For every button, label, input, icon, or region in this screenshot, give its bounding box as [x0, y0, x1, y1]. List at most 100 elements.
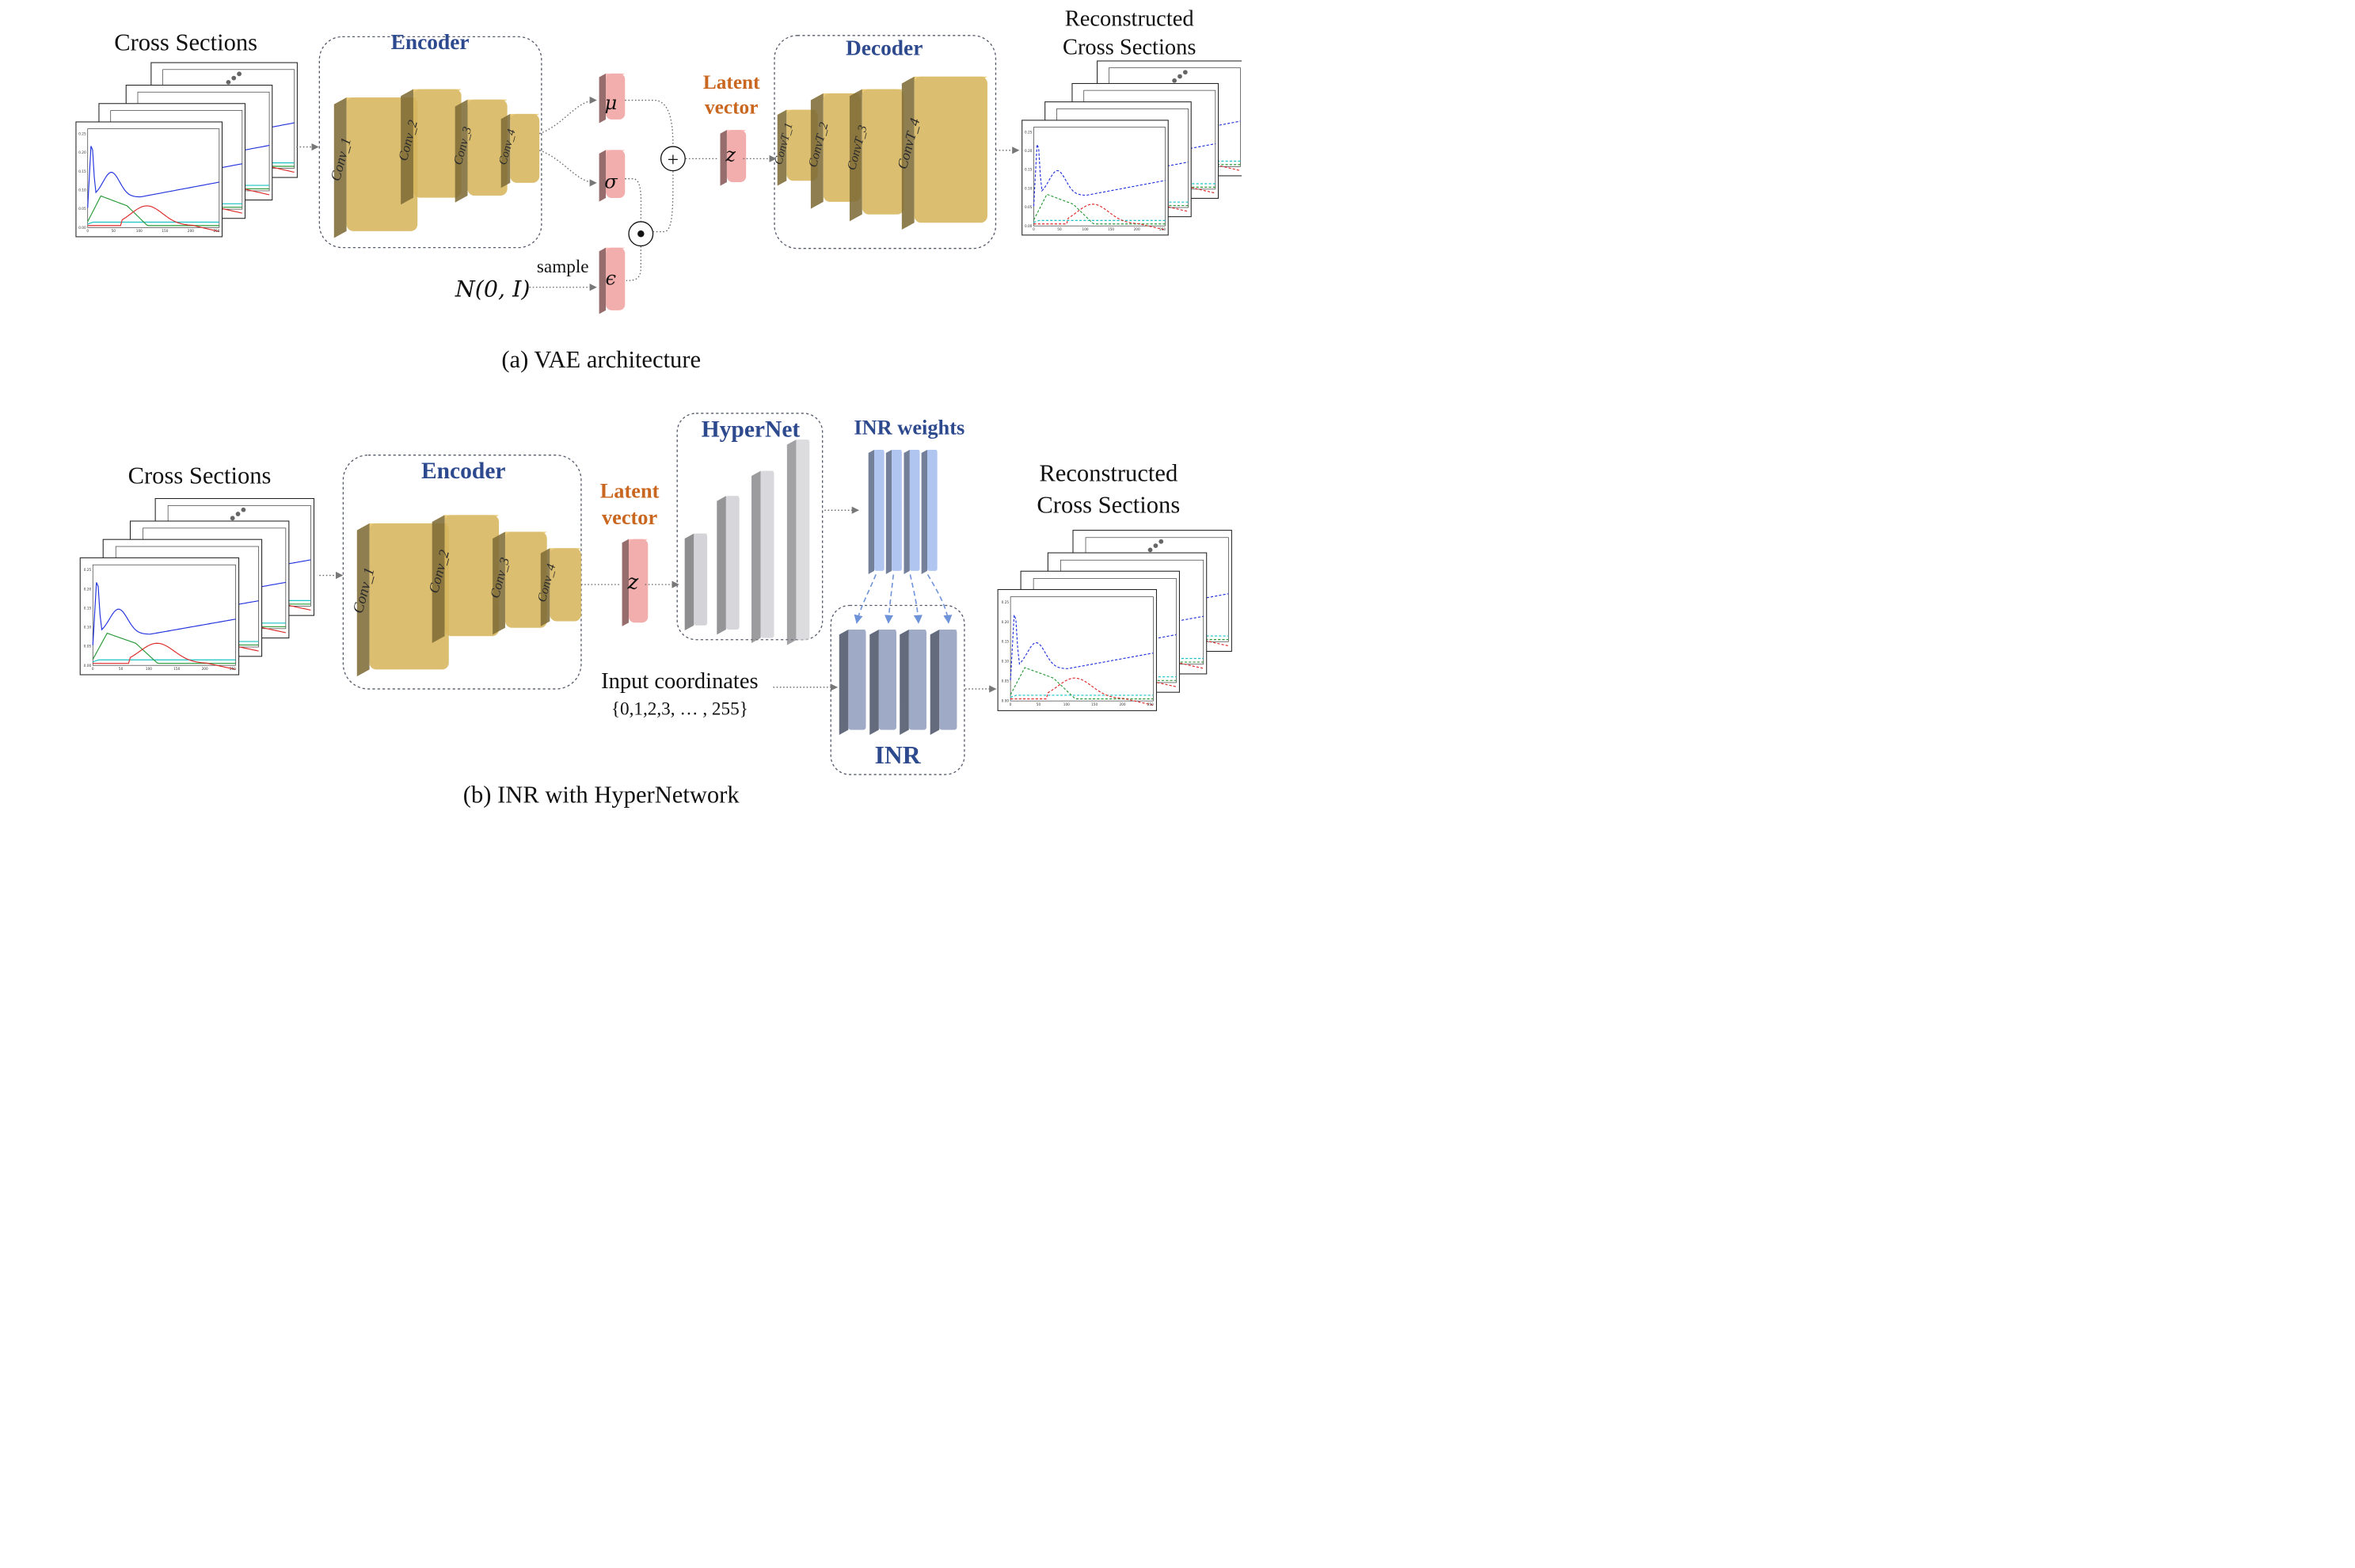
inr-output-card-4-curve-red [1010, 677, 1154, 706]
inr-output-card-4-ytick-5: 0.25 [1002, 600, 1010, 604]
vae-epsilon-block [599, 247, 626, 314]
vae-latent-label-1: Latent [703, 71, 760, 93]
inr-layer-2-side [869, 630, 879, 735]
inr-encoder-layer-1-side [356, 523, 370, 677]
vae-input-card-4-ytick-1: 0.05 [78, 207, 86, 211]
vae-output-card-4-curve-cyan [1033, 219, 1166, 223]
inr-output-card-4-xtick-4: 200 [1119, 702, 1125, 706]
inr-weights-title: INR weights [854, 416, 964, 439]
vae-input-card-4-xtick-0: 0 [86, 229, 89, 233]
inr-z-symbol: z [626, 570, 639, 594]
inr-input-card-4-xtick-4: 200 [202, 667, 208, 671]
inr-weight-vector-1-side [868, 449, 875, 574]
vae-encoder-layer-1-front [346, 97, 418, 231]
vae-output-card-4-xtick-4: 200 [1134, 227, 1140, 231]
inr-weight-vectors [868, 449, 938, 574]
inr-z-pill [622, 539, 649, 626]
inr-input-card-4-curve-red [93, 642, 236, 670]
input-coordinates-set: {0,1,2,3, … , 255} [611, 699, 748, 720]
vae-z-symbol: z [725, 143, 736, 166]
inr-layer-3-front [908, 630, 926, 730]
inr-output-ellipsis-dot-2 [1158, 539, 1164, 544]
hypernet-layer-3 [751, 470, 774, 643]
hypernet-layer-1-side [684, 533, 694, 631]
vae-encoder-box [318, 36, 542, 249]
inr-input-card-4-ytick-3: 0.15 [84, 606, 92, 610]
inr-latent-label-2: vector [602, 506, 658, 529]
vae-decoder-layer-1-side [777, 109, 787, 186]
vae-input-card-4-ytick-0: 0.00 [78, 226, 86, 230]
vae-encoder-layer-4-front [510, 113, 540, 183]
vae-encoder-layer-2-front [413, 89, 462, 198]
vae-sample-label: sample [537, 257, 589, 277]
inr-layer-1 [839, 630, 866, 735]
inr-input-ellipsis-dot-0 [230, 516, 235, 521]
hypernet-layer-4-side [786, 440, 797, 645]
inr-output-card-4-ytick-0: 0.00 [1002, 699, 1010, 703]
inr-input-card-4-axes [92, 564, 236, 666]
inr-output-card-4-ytick-4: 0.20 [1002, 620, 1010, 624]
inr-input-card-4-xtick-1: 50 [119, 667, 124, 671]
vae-decoder-layer-2-side [810, 93, 824, 209]
inr-layer-4-front [939, 630, 957, 730]
hypernet-layer-3-side [751, 470, 761, 643]
inr-layer-1-side [839, 630, 849, 735]
vae-input-card-4-xtick-1: 50 [112, 229, 116, 233]
vae-encoder-layer-3-front [467, 99, 508, 196]
vae-diagram: Cross Sections 0.000.050.100.150.200.250… [75, 7, 1244, 373]
vae-decoder-box [774, 35, 997, 249]
hypernet-layer-4 [786, 440, 810, 645]
inr-weight-vector-1-front [874, 449, 885, 571]
inr-output-card-4-curve-blue [1010, 615, 1154, 680]
vae-output-ellipsis-dot-2 [1182, 70, 1188, 75]
inr-output-ellipsis-dot-0 [1147, 547, 1153, 553]
vae-epsilon-symbol: ϵ [606, 267, 617, 290]
vae-input-card-4-curve-red [87, 205, 219, 232]
inr-output-card-4-ytick-3: 0.15 [1002, 640, 1010, 644]
vae-sigma-symbol: σ [604, 169, 618, 192]
vae-decoder-layer-4 [901, 76, 987, 230]
vae-encoder-title: Encoder [391, 30, 470, 54]
inr-encoder-layer-4-side [540, 548, 550, 626]
vae-input-ellipsis-dot-1 [231, 75, 237, 81]
inr-encoder-layer-1-front [369, 523, 449, 670]
vae-input-card-4-curve-blue [87, 146, 219, 208]
vae-epsilon-block-side [599, 247, 607, 314]
vae-z-pill-side [720, 130, 727, 186]
vae-output-card-4-ytick-3: 0.15 [1025, 168, 1033, 172]
vae-input-card-4-curve-cyan [87, 221, 219, 225]
vae-output-card-4-xtick-5: 250 [1159, 227, 1166, 231]
inr-input-card-4-ytick-5: 0.25 [84, 568, 92, 572]
inr-output-label-2: Cross Sections [1037, 491, 1180, 518]
vae-mu-block [599, 73, 626, 124]
vae-input-card-4-xtick-2: 100 [136, 229, 143, 233]
vae-output-card-4-ytick-2: 0.10 [1025, 186, 1033, 190]
inr-encoder-layer-2 [432, 515, 500, 643]
vae-encoder-layer-2-side [401, 89, 413, 205]
inr-output-card-4-curve-green [1010, 667, 1154, 700]
vae-encoder-layer-4-side [500, 113, 511, 188]
vae-input-card-4-ytick-4: 0.20 [78, 150, 86, 154]
inr-output-card-4-xtick-5: 250 [1147, 702, 1154, 706]
inr-layer-3 [900, 630, 926, 735]
hypernet-layer-4-front [796, 440, 810, 641]
inr-encoder-layer-4-front [550, 548, 581, 622]
vae-input-card-4-ytick-2: 0.10 [78, 188, 86, 192]
inr-caption: (b) INR with HyperNetwork [463, 781, 740, 808]
inr-output-card-4-xtick-0: 0 [1010, 702, 1012, 706]
vae-sigma-block-side [599, 150, 607, 202]
inr-input-ellipsis-dot-1 [235, 512, 241, 516]
vae-sigma-block-front [606, 150, 626, 199]
vae-output-label-1: Reconstructed [1065, 7, 1194, 32]
inr-z-pill-side [622, 539, 630, 626]
inr-weight-vector-3-front [909, 449, 920, 571]
inr-layer-3-side [900, 630, 909, 735]
inr-output-card-4-ytick-2: 0.10 [1002, 660, 1010, 664]
inr-encoder-layer-3-front [504, 531, 547, 628]
inr-diagram: Cross Sections 0.000.050.100.150.200.250… [79, 413, 1232, 808]
vae-input-card-4-frame [75, 121, 223, 238]
vae-input-label: Cross Sections [114, 29, 257, 55]
